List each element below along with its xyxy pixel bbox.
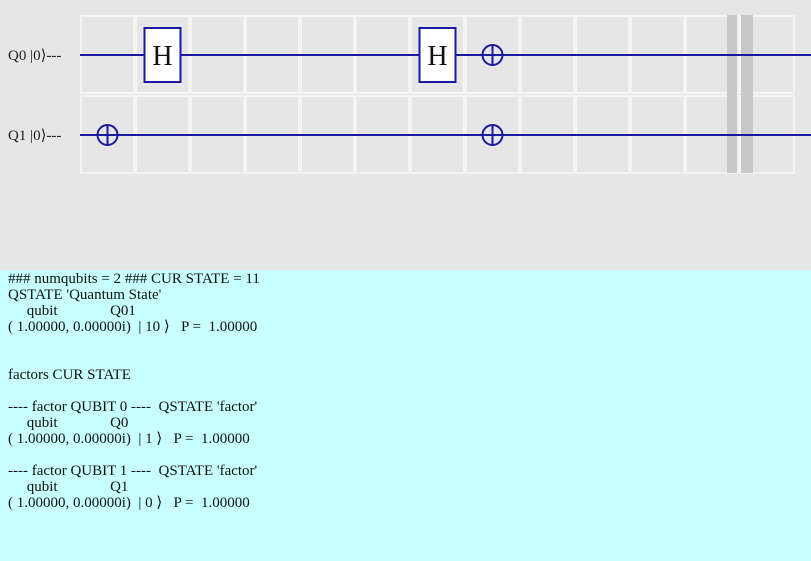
factor0-column-header: qubit Q0 [8,415,129,431]
factors-title: factors CUR STATE [8,367,131,383]
marker-bar [727,15,737,173]
state-header: ### numqubits = 2 ### CUR STATE = 11 [8,271,260,287]
factor0-row: ( 1.00000, 0.00000i) | 1 ⟩ P = 1.00000 [8,431,250,447]
hadamard-gate [418,27,457,83]
state-output-panel: ### numqubits = 2 ### CUR STATE = 11 QST… [0,270,811,561]
qubit-label-q0: Q0 |0⟩--- [8,48,62,64]
marker-bar [741,15,753,173]
factor1-column-header: qubit Q1 [8,479,129,495]
factor0-title: ---- factor QUBIT 0 ---- QSTATE 'factor' [8,399,258,415]
hadamard-gate [143,27,182,83]
hadamard-gate-label: H [152,41,172,72]
qubit-label-q1: Q1 |0⟩--- [8,128,62,144]
qstate-row: ( 1.00000, 0.00000i) | 10 ⟩ P = 1.00000 [8,319,258,335]
qstate-column-header: qubit Q01 [8,303,136,319]
factor1-title: ---- factor QUBIT 1 ---- QSTATE 'factor' [8,463,258,479]
qstate-title: QSTATE 'Quantum State' [8,287,162,303]
factor1-row: ( 1.00000, 0.00000i) | 0 ⟩ P = 1.00000 [8,495,250,511]
hadamard-gate-label: H [427,41,447,72]
